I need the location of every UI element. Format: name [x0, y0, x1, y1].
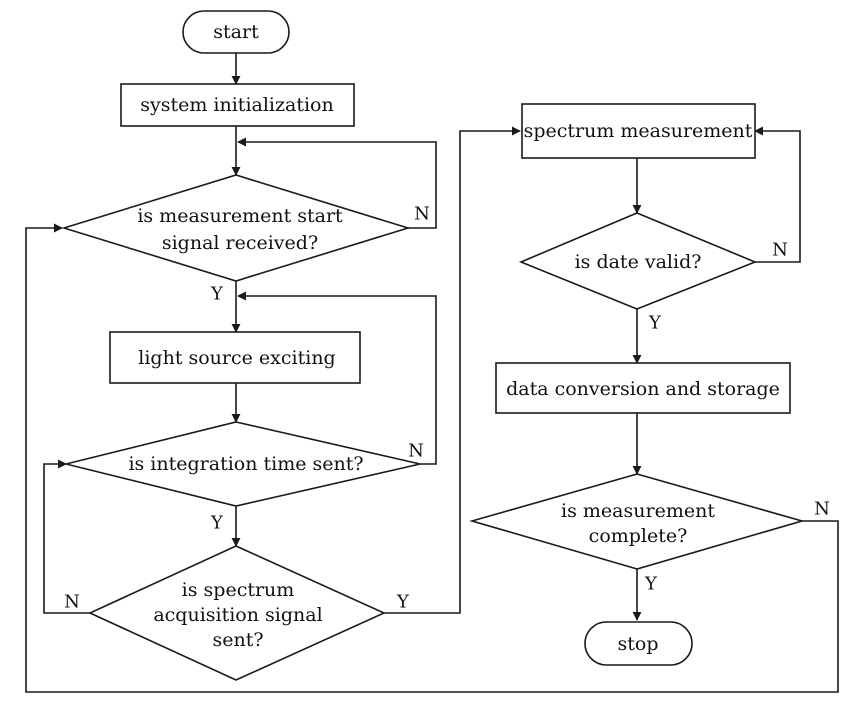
label-complete-no: N	[814, 499, 830, 520]
node-light-source-exciting: light source exciting	[109, 331, 361, 384]
label-start-decision-no: N	[414, 204, 430, 225]
label-integration-no: N	[408, 441, 424, 462]
node-measurement-complete-decision: is measurement complete?	[469, 473, 805, 570]
label-complete-yes: Y	[644, 574, 658, 595]
node-data-conversion-storage: data conversion and storage	[495, 362, 791, 414]
edge-acquisition-no-loop	[43, 459, 90, 614]
node-date-valid-label: is date valid?	[575, 251, 702, 273]
label-valid-yes: Y	[648, 313, 662, 334]
node-integration-time-decision: is integration time sent?	[65, 421, 421, 507]
node-start: start	[182, 10, 290, 54]
edge-acquisition-yes	[384, 126, 521, 614]
node-measurement-start-decision: is measurement start signal received?	[61, 174, 411, 282]
node-stop: stop	[584, 621, 693, 666]
label-start-decision-yes: Y	[210, 284, 224, 305]
node-measurement-start-line-2: signal received?	[162, 232, 318, 254]
label-acquisition-yes: Y	[396, 592, 410, 613]
label-acquisition-no: N	[64, 592, 80, 613]
node-measurement-complete-line-2: complete?	[589, 525, 688, 547]
node-light-source-exciting-label: light source exciting	[138, 347, 335, 369]
edges	[25, 53, 839, 693]
node-acquisition-signal-decision: is spectrum acquisition signal sent?	[88, 545, 386, 681]
node-spectrum-measurement: spectrum measurement	[521, 103, 756, 159]
node-integration-time-label: is integration time sent?	[128, 453, 363, 475]
node-measurement-complete-line-1: is measurement	[561, 500, 715, 522]
node-system-initialization: system initialization	[120, 83, 355, 127]
node-acquisition-signal-line-1: is spectrum	[182, 579, 295, 601]
edge-integration-no-loop	[237, 291, 437, 465]
edge-valid-no-loop	[754, 126, 801, 263]
node-measurement-start-line-1: is measurement start	[137, 205, 343, 227]
node-acquisition-signal-line-3: sent?	[212, 629, 263, 651]
edge-start-decision-no-loop	[237, 137, 437, 229]
node-stop-label: stop	[618, 633, 659, 655]
node-acquisition-signal-line-2: acquisition signal	[153, 604, 322, 626]
label-integration-yes: Y	[210, 513, 224, 534]
node-system-initialization-label: system initialization	[140, 94, 333, 116]
label-valid-no: N	[772, 240, 788, 261]
edge-complete-no-loop	[25, 223, 839, 693]
edge-labels: N Y N Y N Y N Y N Y	[64, 204, 830, 613]
node-data-conversion-storage-label: data conversion and storage	[506, 378, 780, 400]
node-date-valid-decision: is date valid?	[518, 212, 758, 310]
node-start-label: start	[213, 21, 259, 43]
node-spectrum-measurement-label: spectrum measurement	[524, 120, 753, 142]
